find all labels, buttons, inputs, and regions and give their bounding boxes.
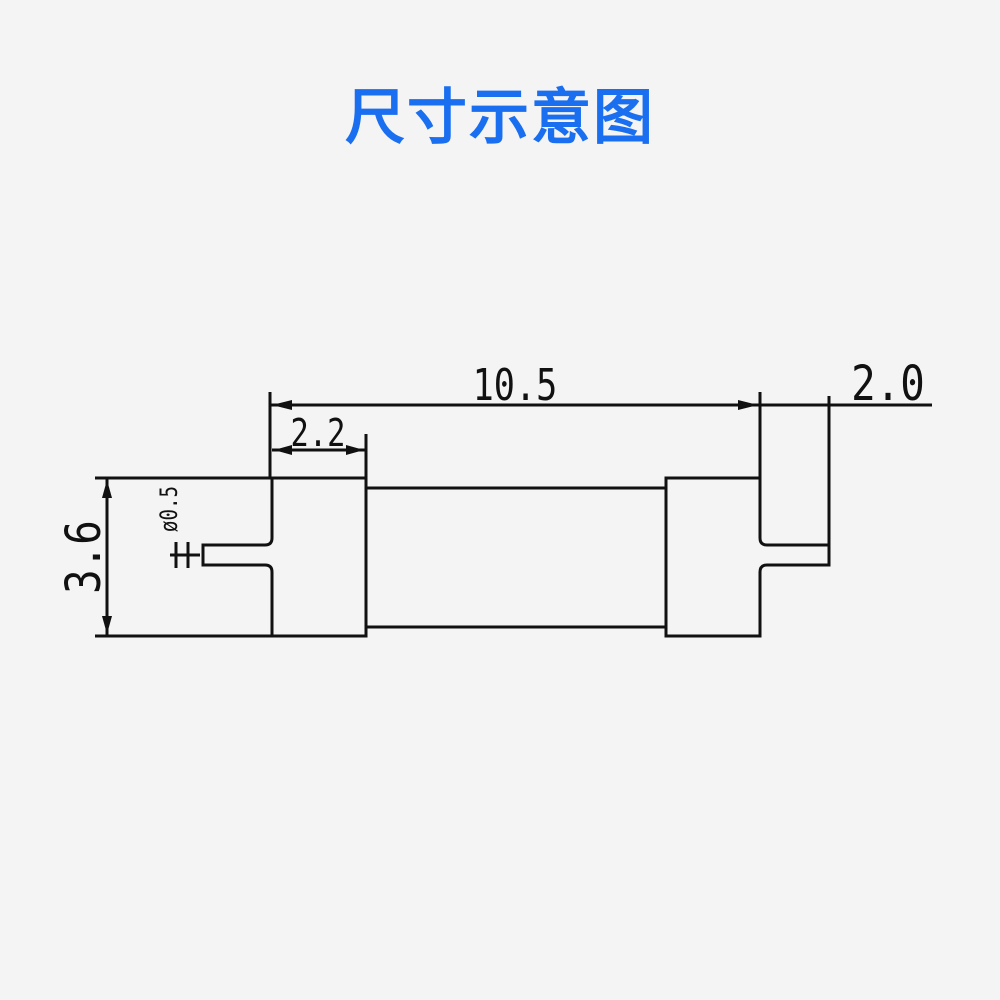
arrow-height-bottom xyxy=(102,616,112,634)
dimension-lead-length: 2.0 xyxy=(851,356,925,412)
right-end-cap xyxy=(664,476,831,638)
page-title: 尺寸示意图 xyxy=(345,83,655,153)
dimension-body-height: 3.6 xyxy=(56,520,112,594)
arrow-cap-left xyxy=(274,445,292,455)
arrow-overall-left xyxy=(272,400,292,410)
arrow-overall-right xyxy=(738,400,758,410)
arrow-cap-right xyxy=(346,445,364,455)
dimension-cap-length: 2.2 xyxy=(291,412,346,456)
dimension-lead-diameter: ø0.5 xyxy=(156,486,184,532)
arrow-height-top xyxy=(102,480,112,498)
left-end-cap xyxy=(201,476,368,638)
dimension-overall-length: 10.5 xyxy=(473,360,558,411)
